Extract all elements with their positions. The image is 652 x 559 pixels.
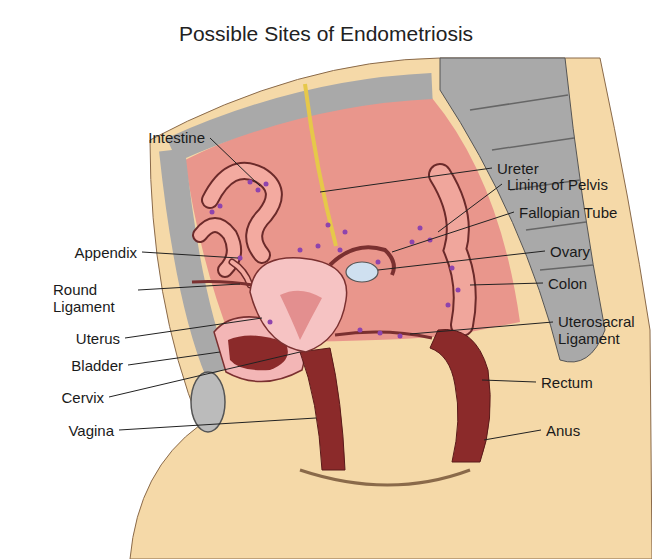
part-label: Vagina (68, 422, 114, 439)
pelvic-floor (300, 470, 470, 485)
body-silhouette (130, 58, 652, 559)
intestine (200, 171, 274, 270)
part-label: Appendix (74, 244, 137, 261)
part-label: Cervix (61, 389, 104, 406)
ureter (305, 84, 336, 246)
abdominal-wall (172, 86, 432, 150)
leader-lines (109, 138, 553, 440)
part-label: Anus (546, 422, 580, 439)
part-label: Ovary (550, 243, 590, 260)
part-label: Round Ligament (53, 281, 133, 315)
part-label: Fallopian Tube (519, 204, 617, 221)
ovary (346, 262, 378, 282)
colon (440, 175, 465, 325)
part-label: Colon (548, 275, 587, 292)
part-label: Ureter (497, 160, 539, 177)
diagram-title: Possible Sites of Endometriosis (0, 22, 652, 46)
uterine-cavity (280, 291, 322, 340)
endometriosis-spots (210, 180, 461, 339)
vagina (300, 348, 345, 470)
uterus (250, 258, 347, 352)
part-label: Lining of Pelvis (507, 176, 608, 193)
part-label: Uterus (76, 330, 120, 347)
pubic-bone (191, 372, 225, 432)
part-label: Bladder (71, 357, 123, 374)
part-label: Rectum (541, 374, 593, 391)
part-label: Intestine (148, 129, 205, 146)
rectum (430, 330, 490, 463)
part-label: Uterosacral Ligament (558, 313, 646, 347)
colon (440, 175, 465, 325)
